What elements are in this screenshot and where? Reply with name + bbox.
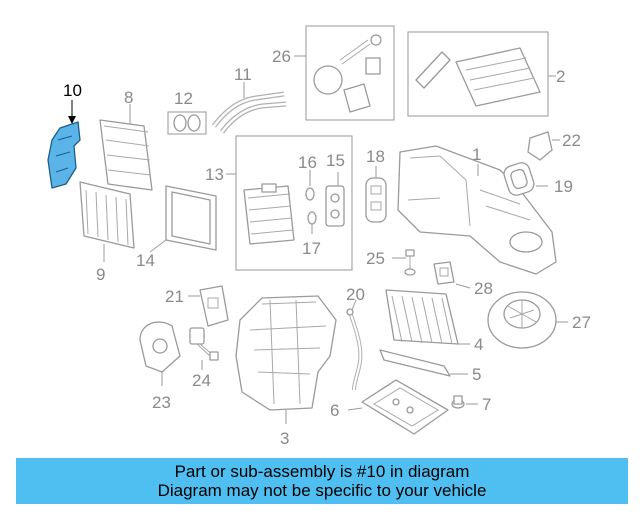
callout-19: 19 — [554, 177, 573, 196]
part-22[interactable] — [527, 131, 553, 161]
callout-13: 13 — [205, 165, 224, 184]
part-1[interactable] — [397, 145, 557, 275]
callout-12: 12 — [174, 89, 193, 108]
part-13[interactable] — [243, 183, 295, 245]
part-18[interactable] — [365, 177, 387, 223]
banner-line-1: Part or sub-assembly is #10 in diagram — [174, 462, 470, 481]
parts-diagram: 10 8 9 12 11 26 — [47, 25, 591, 448]
part-28[interactable] — [433, 261, 455, 285]
callout-10: 10 — [63, 81, 82, 100]
part-6[interactable] — [361, 379, 449, 435]
part-15[interactable] — [325, 185, 345, 227]
callout-5: 5 — [472, 365, 481, 384]
banner-line-2: Diagram may not be specific to your vehi… — [157, 481, 487, 500]
part-7[interactable] — [451, 395, 465, 409]
callout-25: 25 — [366, 249, 385, 268]
callout-14: 14 — [136, 251, 155, 270]
callout-11: 11 — [234, 65, 252, 84]
part-8[interactable] — [99, 119, 153, 191]
callout-23: 23 — [152, 393, 171, 412]
part-26-frame — [305, 25, 395, 121]
part-3[interactable] — [235, 295, 337, 411]
part-5[interactable] — [379, 349, 451, 377]
callout-1: 1 — [472, 145, 481, 164]
part-11[interactable] — [212, 91, 287, 134]
part-27[interactable] — [487, 291, 557, 349]
part-2-frame — [407, 31, 549, 117]
part-20[interactable] — [346, 308, 363, 391]
callout-8: 8 — [124, 88, 133, 107]
part-23[interactable] — [139, 321, 181, 373]
part-9[interactable] — [79, 181, 135, 249]
callout-17: 17 — [302, 239, 321, 258]
part-14[interactable] — [165, 185, 217, 251]
part-13-frame — [235, 135, 353, 271]
callout-24: 24 — [192, 371, 211, 390]
callout-3: 3 — [280, 429, 289, 448]
callout-6: 6 — [330, 401, 339, 420]
part-16[interactable] — [305, 187, 315, 201]
part-21[interactable] — [199, 285, 229, 327]
part-2[interactable] — [415, 47, 541, 107]
callout-26: 26 — [272, 47, 291, 66]
callout-27: 27 — [572, 313, 591, 332]
callout-22: 22 — [562, 131, 581, 150]
callout-7: 7 — [482, 395, 491, 414]
part-25[interactable] — [404, 249, 416, 276]
part-19[interactable] — [502, 161, 536, 198]
callout-21: 21 — [165, 287, 184, 306]
part-10-highlighted[interactable] — [47, 121, 81, 189]
part-17[interactable] — [307, 211, 317, 225]
callout-16: 16 — [298, 153, 317, 172]
callout-9: 9 — [96, 265, 105, 284]
callout-18: 18 — [366, 147, 385, 166]
part-4[interactable] — [385, 289, 459, 345]
info-banner: Part or sub-assembly is #10 in diagram D… — [16, 458, 628, 504]
part-24[interactable] — [189, 327, 219, 361]
callout-4: 4 — [474, 335, 483, 354]
callout-20: 20 — [346, 285, 365, 304]
callout-15: 15 — [326, 151, 345, 170]
part-12[interactable] — [167, 111, 207, 135]
part-26[interactable] — [313, 34, 382, 113]
callout-28: 28 — [474, 279, 493, 298]
callout-2: 2 — [556, 67, 565, 86]
